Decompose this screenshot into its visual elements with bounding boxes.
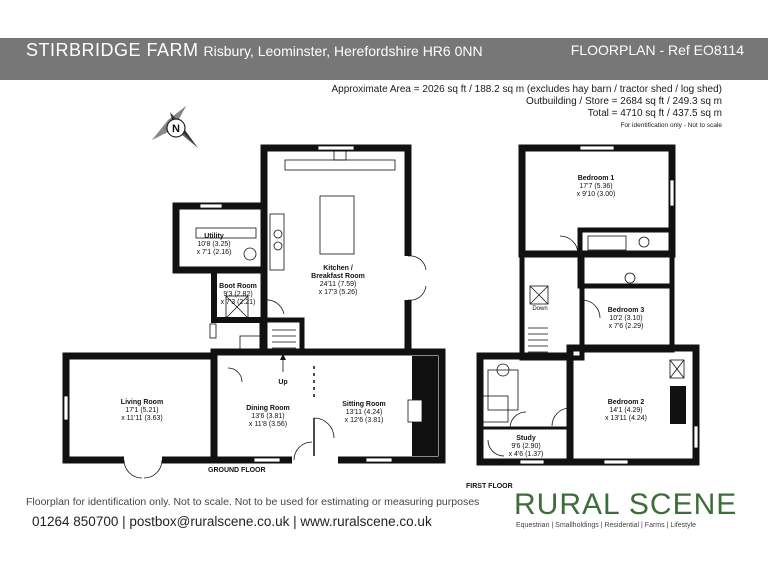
- bedroom-2-dim-1: 14'1 (4.29): [609, 407, 642, 414]
- dining-room-name: Dining Room: [246, 405, 290, 412]
- utility-name: Utility: [204, 233, 224, 240]
- room-labels: Kitchen / Breakfast Room 24'11 (7.59) x …: [121, 175, 647, 458]
- sitting-room-dim-2: x 12'6 (3.81): [345, 417, 384, 424]
- compass-letter: N: [172, 123, 180, 135]
- property-name: STIRBRIDGE FARM: [26, 40, 199, 60]
- first-floor-plan: [476, 144, 700, 466]
- floorplan-reference: FLOORPLAN - Ref EO8114: [570, 42, 744, 58]
- ground-floor-label: GROUND FLOOR: [208, 467, 266, 474]
- first-floor-label: FIRST FLOOR: [466, 483, 513, 490]
- brand-name: RURAL SCENE: [514, 488, 738, 521]
- bedroom-1-dim-1: 17'7 (5.36): [579, 183, 612, 190]
- property-address: Risbury, Leominster, Herefordshire HR6 0…: [203, 43, 483, 59]
- kitchen-dim-2: x 17'3 (5.26): [319, 289, 358, 296]
- sitting-room-dim-1: 13'11 (4.24): [346, 409, 383, 416]
- bedroom-2-name: Bedroom 2: [608, 399, 645, 406]
- utility-dim-2: x 7'1 (2.16): [197, 249, 232, 256]
- area-main: Approximate Area = 2026 sq ft / 188.2 sq…: [331, 84, 723, 95]
- footer-disclaimer: Floorplan for identification only. Not t…: [26, 496, 480, 508]
- bedroom-3-dim-1: 10'2 (3.10): [609, 315, 642, 322]
- bedroom-3-dim-2: x 7'6 (2.29): [609, 323, 644, 330]
- area-total: Total = 4710 sq ft / 437.5 sq m: [587, 108, 722, 119]
- stairs-up-label: Up: [278, 379, 287, 386]
- living-room-dim-1: 17'1 (5.21): [125, 407, 158, 414]
- area-summary: Approximate Area = 2026 sq ft / 188.2 sq…: [332, 84, 723, 131]
- ground-floor-plan: [62, 144, 446, 479]
- brand-tagline: Equestrian | Smallholdings | Residential…: [516, 522, 697, 529]
- header-bar: STIRBRIDGE FARM Risbury, Leominster, Her…: [0, 38, 768, 80]
- kitchen-name-2: Breakfast Room: [311, 273, 365, 280]
- bedroom-3-name: Bedroom 3: [608, 307, 645, 314]
- brand-logo: RURAL SCENE Equestrian | Smallholdings |…: [514, 488, 736, 534]
- kitchen-name-1: Kitchen /: [323, 265, 353, 272]
- dining-room-dim-1: 13'6 (3.81): [251, 413, 284, 420]
- sitting-room-name: Sitting Room: [342, 401, 386, 408]
- footer-contact: 01264 850700 | postbox@ruralscene.co.uk …: [32, 514, 432, 529]
- area-note: For identification only - Not to scale: [620, 122, 722, 129]
- stairs-down-label: Down: [532, 306, 547, 312]
- dining-room-dim-2: x 11'8 (3.56): [249, 421, 287, 428]
- utility-dim-1: 10'8 (3.25): [197, 241, 230, 248]
- area-outbuilding: Outbuilding / Store = 2684 sq ft / 249.3…: [526, 96, 722, 107]
- boot-room-dim-2: x 7'3 (2.21): [221, 299, 256, 306]
- kitchen-dim-1: 24'11 (7.59): [320, 281, 357, 288]
- living-room-name: Living Room: [121, 399, 163, 406]
- compass-icon: N: [152, 106, 198, 148]
- boot-room-name: Boot Room: [219, 283, 257, 290]
- boot-room-dim-1: 9'3 (2.82): [223, 291, 252, 298]
- study-name: Study: [516, 435, 536, 442]
- study-dim-1: 9'6 (2.90): [511, 443, 540, 450]
- living-room-dim-2: x 11'11 (3.63): [121, 415, 163, 422]
- study-dim-2: x 4'6 (1.37): [509, 451, 544, 458]
- bedroom-1-dim-2: x 9'10 (3.00): [577, 191, 616, 198]
- property-title: STIRBRIDGE FARM Risbury, Leominster, Her…: [26, 40, 483, 61]
- bedroom-2-dim-2: x 13'11 (4.24): [605, 415, 647, 422]
- bedroom-1-name: Bedroom 1: [578, 175, 615, 182]
